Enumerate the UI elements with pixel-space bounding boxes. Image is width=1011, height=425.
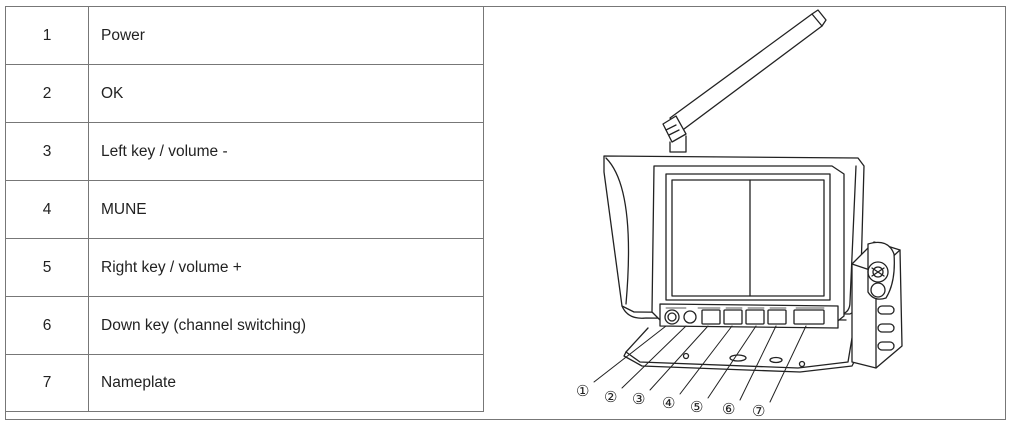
button-strip (664, 307, 825, 325)
callout-leader-lines (593, 325, 807, 403)
callout-4: ④ (662, 394, 675, 412)
row-number: 4 (5, 180, 89, 239)
table-row: 3 Left key / volume - (5, 122, 484, 181)
callout-3: ③ (632, 390, 645, 408)
monitor-figure: ① ② ③ ④ ⑤ ⑥ ⑦ (476, 6, 1006, 420)
row-number: 1 (5, 6, 89, 65)
row-name: Power (88, 6, 484, 65)
row-number: 7 (5, 354, 89, 412)
row-name: MUNE (88, 180, 484, 239)
mounting-bracket (623, 327, 855, 373)
side-bracket (851, 241, 903, 369)
monitor-illustration: ① ② ③ ④ ⑤ ⑥ ⑦ (576, 9, 903, 420)
callout-5: ⑤ (690, 398, 703, 416)
callout-7: ⑦ (752, 402, 765, 420)
callout-2: ② (604, 388, 617, 406)
callout-1: ① (576, 382, 589, 400)
row-name: Right key / volume + (88, 238, 484, 297)
table-row: 1 Power (5, 6, 484, 65)
antenna-icon (662, 9, 827, 153)
row-name: Nameplate (88, 354, 484, 412)
table-row: 2 OK (5, 64, 484, 123)
row-number: 6 (5, 296, 89, 355)
row-number: 3 (5, 122, 89, 181)
table-row: 7 Nameplate (5, 354, 484, 412)
row-name: Left key / volume - (88, 122, 484, 181)
table-row: 4 MUNE (5, 180, 484, 239)
row-number: 2 (5, 64, 89, 123)
table-row: 5 Right key / volume + (5, 238, 484, 297)
monitor-body (651, 165, 845, 329)
row-number: 5 (5, 238, 89, 297)
row-name: Down key (channel switching) (88, 296, 484, 355)
parts-table: 1 Power 2 OK 3 Left key / volume - 4 MUN… (5, 6, 484, 412)
table-row: 6 Down key (channel switching) (5, 296, 484, 355)
row-name: OK (88, 64, 484, 123)
callout-6: ⑥ (722, 400, 735, 418)
callout-labels: ① ② ③ ④ ⑤ ⑥ ⑦ (576, 382, 765, 420)
